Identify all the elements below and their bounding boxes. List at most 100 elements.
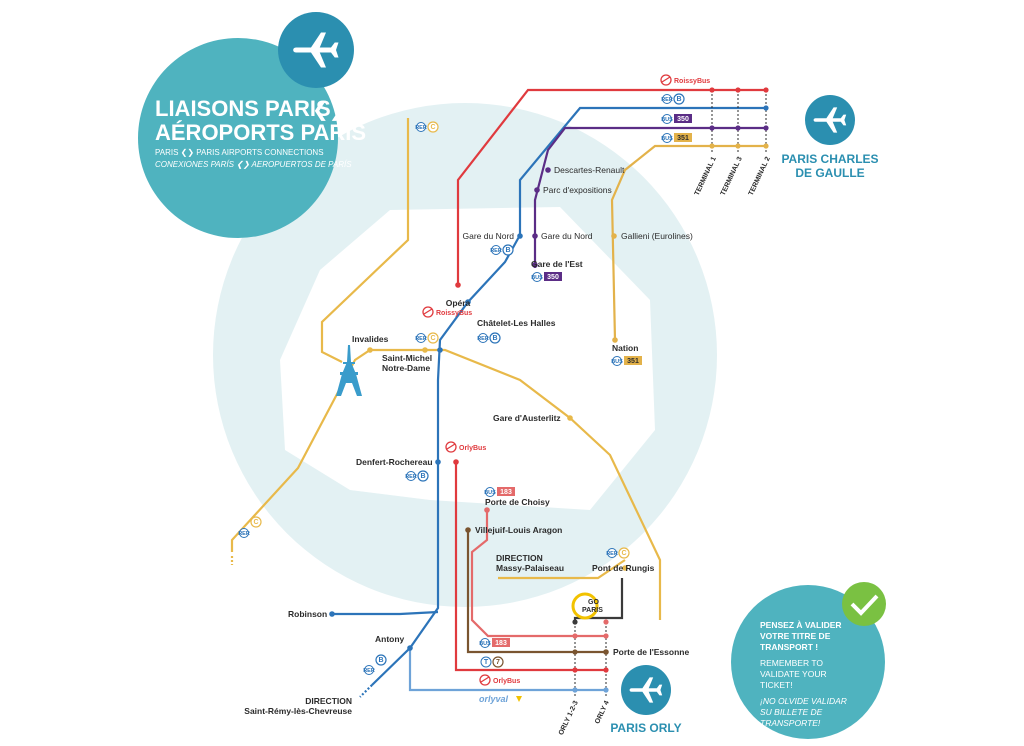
rer-b-badge-southwest: RER B: [363, 654, 387, 675]
rer-c-line-rungis: [498, 559, 626, 580]
rer-c-letter: C: [253, 519, 258, 526]
bus-183-number: 183: [495, 640, 507, 647]
bus-text: BUS: [661, 117, 673, 123]
rer-text: RER: [661, 97, 673, 103]
check-circle: [842, 582, 886, 626]
rer-text: RER: [415, 336, 427, 342]
roissybus-line: [456, 88, 768, 285]
orlybus-label: OrlyBus: [459, 445, 486, 452]
rer-text: RER: [477, 336, 489, 342]
dot-gallieni: [611, 233, 617, 239]
bus-350-badge-top: BUS 350: [661, 114, 692, 124]
station-gallieni: Gallieni (Eurolines): [621, 231, 693, 241]
orlybus-line: [454, 460, 606, 672]
terminal-2-label: TERMINAL 2: [748, 156, 772, 197]
rer-text: RER: [606, 551, 618, 557]
station-austerlitz: Gare d'Austerlitz: [493, 413, 561, 423]
bus-350-number: 350: [677, 116, 689, 123]
note-es-1: ¡NO OLVIDE VALIDAR: [760, 696, 847, 706]
station-gare-nord-bus: Gare du Nord: [541, 231, 593, 241]
rer-c-badge-north: RER C: [415, 121, 439, 133]
roissybus-label: RoissyBus: [674, 78, 710, 85]
bus-183-badge-orly: BUS 183: [479, 638, 510, 648]
dot-choisy: [484, 507, 490, 513]
dot-parc-expo: [534, 187, 540, 193]
dot-t2-purple: [763, 125, 769, 131]
cdg-label-2: DE GAULLE: [795, 166, 864, 180]
bus-text: BUS: [531, 275, 543, 281]
go-text: GO: [588, 599, 599, 606]
rer-c-badge-southwest: RER C: [238, 516, 262, 538]
dot-nation: [612, 337, 618, 343]
station-saint-michel-1: Saint-Michel: [382, 353, 432, 363]
station-chatelet: Châtelet-Les Halles: [477, 318, 556, 328]
dot-chatelet: [465, 299, 471, 305]
rer-b-badge-gare-nord: RER B: [490, 244, 514, 256]
bus-text: BUS: [479, 641, 491, 647]
tram-7-line: [466, 530, 606, 654]
rer-c-letter: C: [430, 124, 435, 131]
bus-351-number: 351: [677, 135, 689, 142]
title-line-2: AÉROPORTS PARIS: [155, 120, 366, 145]
bus-350-line: [533, 126, 768, 268]
orlybus-badge-denfert: OrlyBus: [445, 441, 486, 453]
rer-b-letter: B: [420, 473, 425, 480]
dot-invalides: [367, 347, 373, 353]
dot-gare-est: [532, 262, 538, 268]
dot-t3-purple: [735, 125, 741, 131]
bus-text: BUS: [484, 490, 496, 496]
rer-b-letter: B: [676, 96, 681, 103]
rer-text: RER: [238, 531, 250, 537]
rer-c-letter: C: [430, 335, 435, 342]
dot-gare-nord-bus: [532, 233, 538, 239]
dot-gare-nord-b: [517, 233, 523, 239]
dot-orly123-183: [572, 633, 578, 639]
dot-orly123-orlyval: [572, 687, 578, 693]
bus-183-number: 183: [500, 489, 512, 496]
dot-saint-michel-b: [437, 347, 443, 353]
dot-descartes: [545, 167, 551, 173]
station-robinson: Robinson: [288, 609, 327, 619]
dot-t2-red: [763, 87, 769, 93]
dot-robinson: [329, 611, 335, 617]
bus-351-badge-top: BUS 351: [661, 133, 692, 143]
note-en-2: VALIDATE YOUR: [760, 669, 827, 679]
rer-text: RER: [405, 474, 417, 480]
station-antony: Antony: [375, 634, 405, 644]
station-nation: Nation: [612, 343, 638, 353]
bus-350-number: 350: [547, 274, 559, 281]
orly-123-label: ORLY 1-2-3: [558, 700, 580, 737]
station-choisy: Porte de Choisy: [485, 497, 550, 507]
rer-c-line-main: [230, 348, 662, 620]
note-en-3: TICKET!: [760, 680, 793, 690]
title-line-1: LIAISONS PARIS: [155, 96, 331, 121]
station-denfert: Denfert-Rochereau: [356, 457, 433, 467]
eiffel-tower-icon: [336, 345, 362, 396]
rer-b-badge-chatelet: RER B: [477, 332, 501, 344]
dot-t1-red: [709, 87, 715, 93]
bus-351-line: [610, 144, 768, 341]
note-fr-3: TRANSPORT !: [760, 642, 818, 652]
station-essonne: Porte de l'Essonne: [613, 647, 689, 657]
station-massy-1: DIRECTION: [496, 553, 543, 563]
dot-saint-michel-c: [422, 347, 428, 353]
dot-villejuif: [465, 527, 471, 533]
dot-orly123-orlybus: [572, 667, 578, 673]
station-gare-nord-b: Gare du Nord: [463, 231, 515, 241]
bus-350-badge-gare-est: BUS 350: [531, 272, 562, 282]
dot-orly4-orlybus: [603, 667, 609, 673]
station-invalides: Invalides: [352, 334, 389, 344]
go-paris-badge: GO PARIS: [571, 592, 603, 620]
dot-t1-gold: [709, 143, 715, 149]
orlybus-badge-orly: OrlyBus: [479, 674, 520, 686]
bus-351-badge-nation: BUS 351: [611, 356, 642, 366]
note-es-3: TRANSPORTE!: [760, 718, 821, 728]
dot-t2-gold: [763, 143, 769, 149]
rer-b-branch-robinson: [332, 610, 439, 616]
station-parc-expo: Parc d'expositions: [543, 185, 612, 195]
rer-c-badge-rungis: RER C: [606, 547, 630, 559]
rer-c-letter: C: [621, 550, 626, 557]
title-arrows: ❮❯: [312, 97, 346, 121]
bus-text: BUS: [611, 359, 623, 365]
paris-text: PARIS: [582, 607, 603, 614]
